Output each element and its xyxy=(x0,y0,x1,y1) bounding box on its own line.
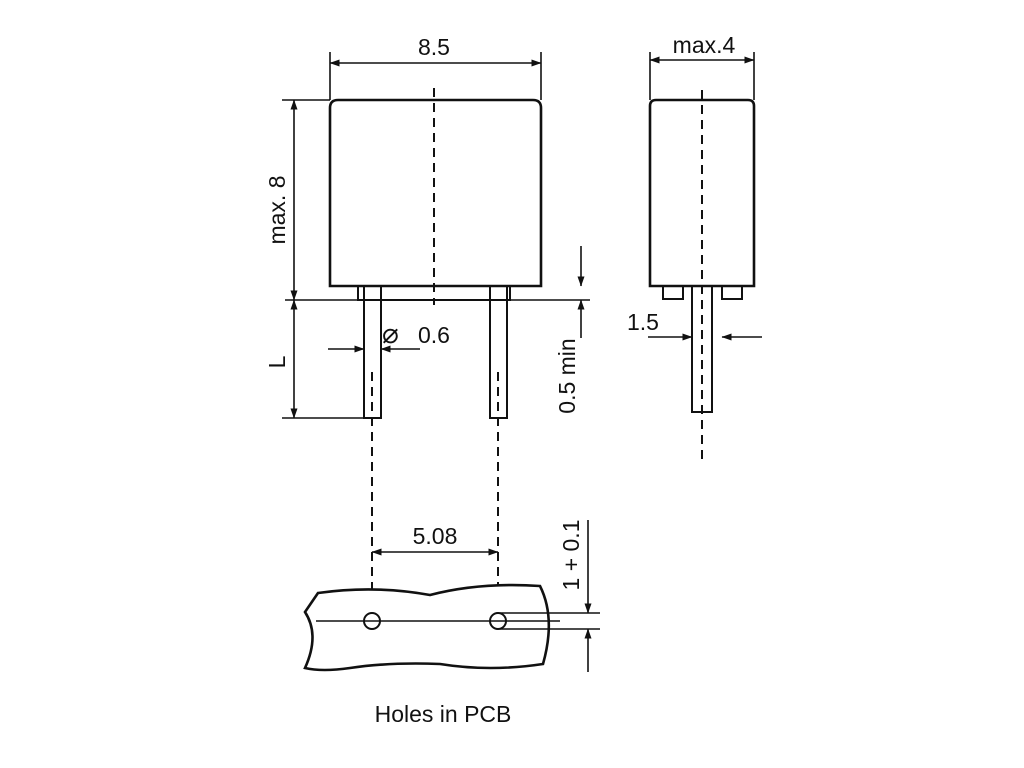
front-body-outline xyxy=(328,98,543,288)
lead-diameter-label: 0.6 xyxy=(418,322,450,348)
side-foot-right xyxy=(721,285,743,300)
lead-diameter-symbol: ⌀ xyxy=(382,318,399,349)
hole-diameter-label: 1 + 0.1 xyxy=(558,520,584,591)
pitch-label: 5.08 xyxy=(413,523,458,549)
side-view: max.4 1.5 xyxy=(627,32,762,462)
side-body-outline xyxy=(648,98,756,288)
pcb-outline xyxy=(303,583,551,672)
pcb-view: 5.08 1 + 0.1 Holes in PCB xyxy=(303,520,600,727)
standoff-label: 0.5 min xyxy=(554,338,580,413)
pcb-caption: Holes in PCB xyxy=(375,701,512,727)
pcb-hole-left xyxy=(363,612,381,630)
front-lead-left xyxy=(363,285,382,419)
pcb-hole-right xyxy=(489,612,507,630)
width-label: 8.5 xyxy=(418,34,450,60)
lead-length-label: L xyxy=(264,355,290,368)
front-lead-right xyxy=(489,285,508,419)
offset-label: 1.5 xyxy=(627,309,659,335)
side-foot-left xyxy=(662,285,684,300)
front-view: 8.5 max. 8 L ⌀ 0.6 0.5 min xyxy=(264,34,590,666)
height-label: max. 8 xyxy=(264,175,290,244)
depth-label: max.4 xyxy=(673,32,736,58)
